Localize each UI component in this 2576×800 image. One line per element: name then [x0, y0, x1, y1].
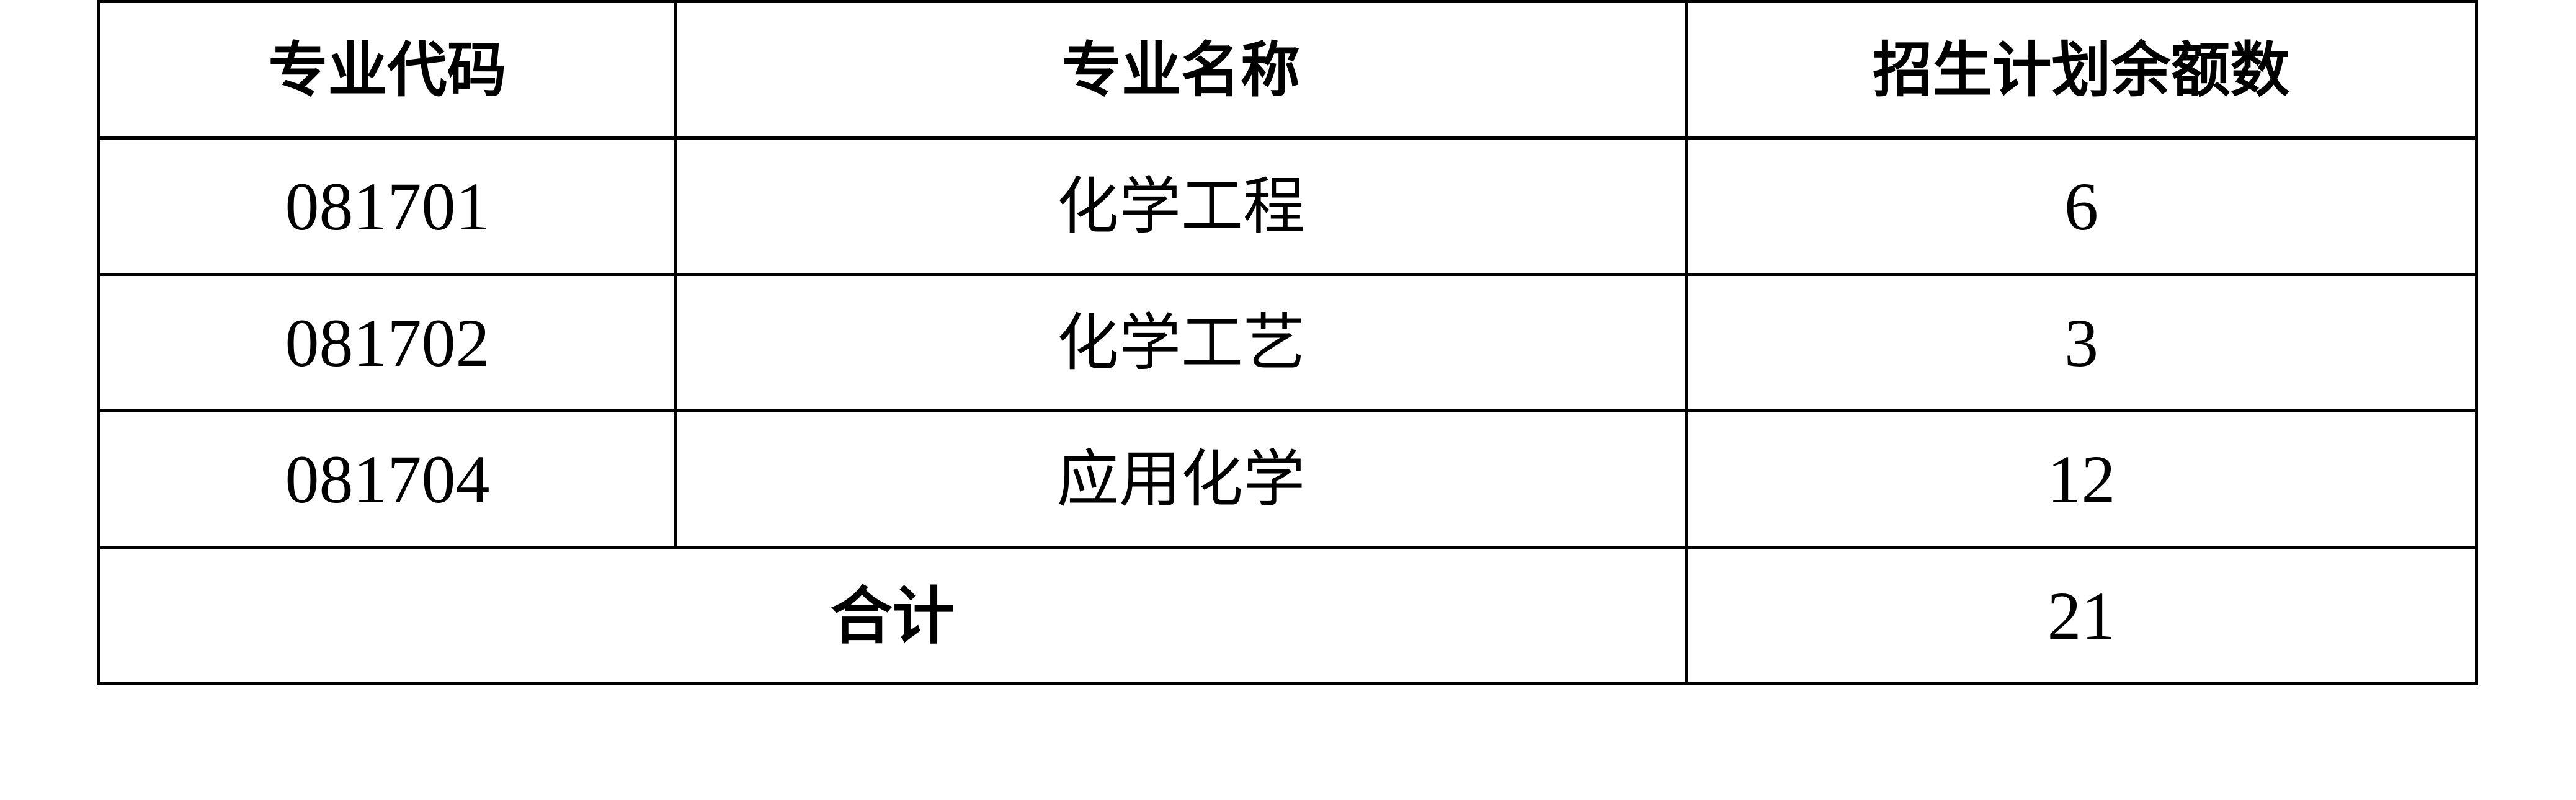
table-row: 081702 化学工艺 3: [97, 273, 2478, 412]
enrollment-quota-table-container: 专业代码 专业名称 招生计划余额数 081701 化学工程 6 081702 化…: [97, 0, 2478, 685]
table-row: 081704 应用化学 12: [97, 409, 2478, 549]
total-label-cell: 合计: [97, 546, 1688, 685]
remaining-quota-cell: 12: [1685, 409, 2478, 549]
enrollment-quota-table: 专业代码 专业名称 招生计划余额数 081701 化学工程 6 081702 化…: [97, 0, 2478, 685]
header-major-code: 专业代码: [97, 0, 677, 140]
major-code-cell: 081704: [97, 409, 677, 549]
major-name-cell: 化学工程: [674, 136, 1688, 276]
major-name-cell: 应用化学: [674, 409, 1688, 549]
major-code-cell: 081702: [97, 273, 677, 412]
major-name-cell: 化学工艺: [674, 273, 1688, 412]
total-value-cell: 21: [1685, 546, 2478, 685]
remaining-quota-cell: 6: [1685, 136, 2478, 276]
total-row: 合计 21: [97, 546, 2478, 685]
header-remaining-quota: 招生计划余额数: [1685, 0, 2478, 140]
table-row: 081701 化学工程 6: [97, 136, 2478, 276]
remaining-quota-cell: 3: [1685, 273, 2478, 412]
major-code-cell: 081701: [97, 136, 677, 276]
header-major-name: 专业名称: [674, 0, 1688, 140]
header-row: 专业代码 专业名称 招生计划余额数: [97, 0, 2478, 140]
